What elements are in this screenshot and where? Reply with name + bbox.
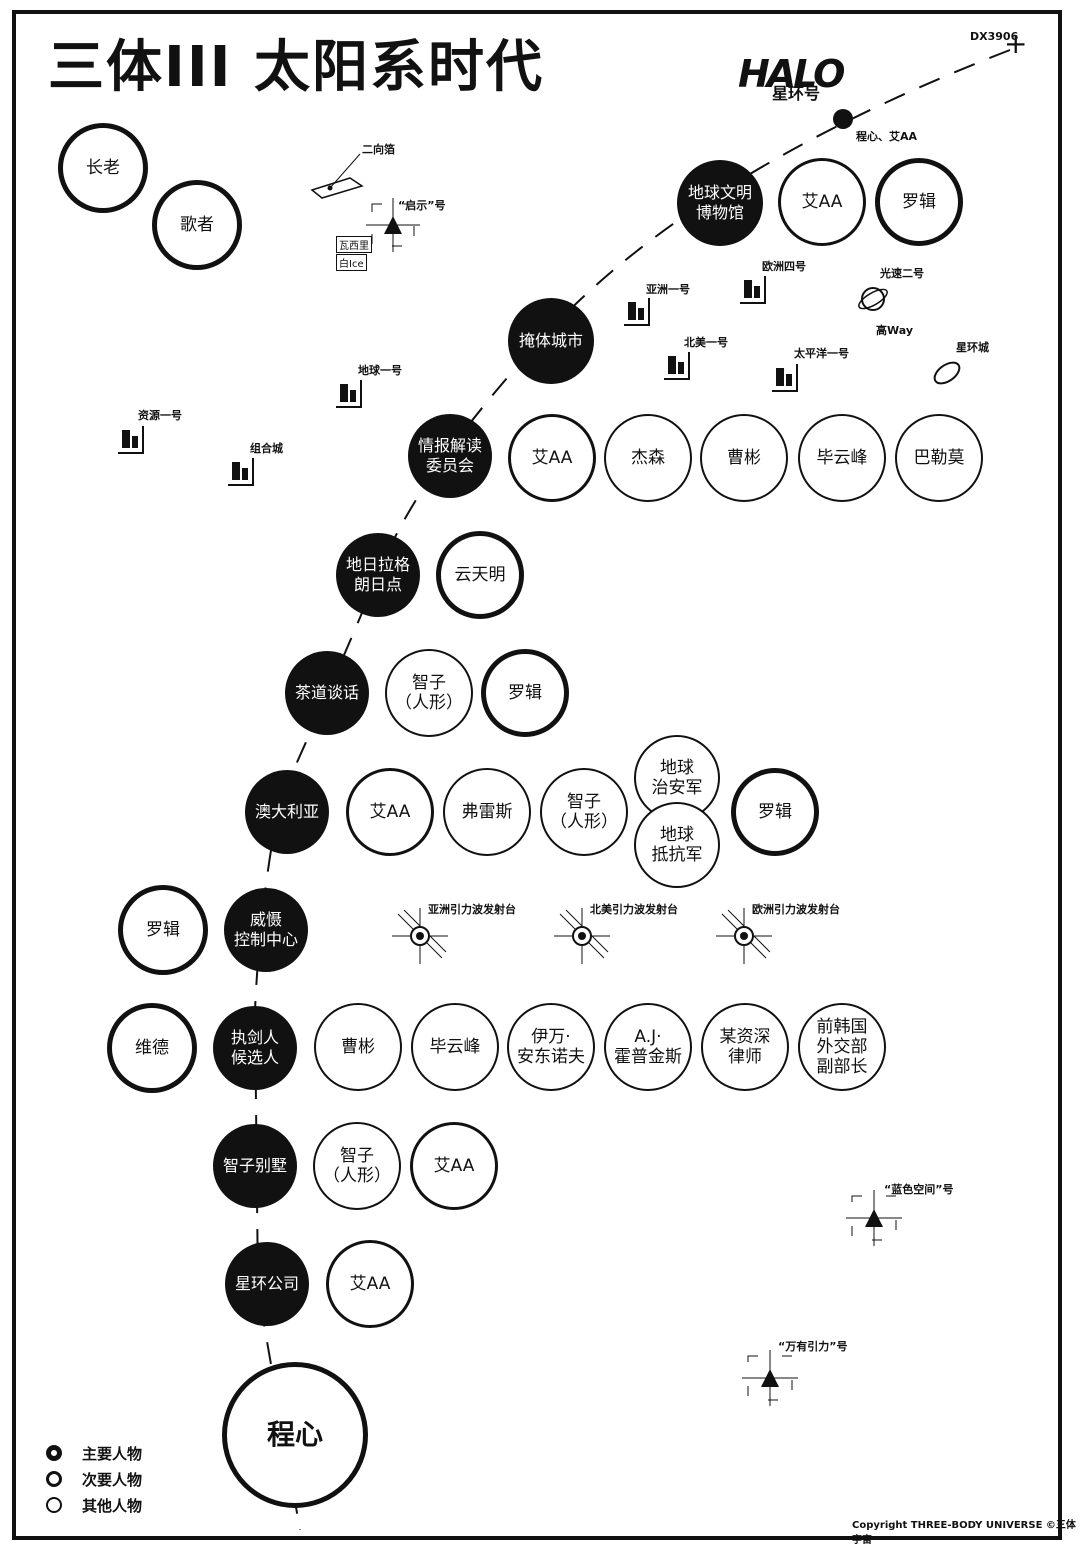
- node-museum-luoji: 罗辑: [875, 158, 963, 246]
- node-yanti: 掩体城市: [508, 298, 594, 384]
- node-weishe-luoji: 罗辑: [118, 885, 208, 975]
- ziyuan-label: 资源一号: [138, 409, 182, 422]
- guangsu2-label: 光速二号: [880, 267, 924, 280]
- node-chadao-luoji: 罗辑: [481, 649, 569, 737]
- baiice-tag: 白Ice: [336, 254, 367, 271]
- star-code: DX3906: [970, 30, 1019, 43]
- legend: 主要人物 次要人物 其他人物: [46, 1440, 142, 1518]
- node-qingbao-ai: 艾AA: [508, 414, 596, 502]
- node-museum: 地球文明 博物馆: [677, 160, 763, 246]
- node-aus-zhizi: 智子 （人形）: [540, 768, 628, 856]
- node-zhizibieshu-ai: 艾AA: [410, 1122, 498, 1210]
- node-qingbao: 情报解读 委员会: [408, 414, 492, 498]
- node-xinghuan-ai: 艾AA: [326, 1240, 414, 1328]
- wanyou-ship-icon: [742, 1350, 798, 1406]
- ouzhou4-city-icon: [740, 276, 766, 304]
- node-weishe: 威慑 控制中心: [224, 888, 308, 972]
- legend-secondary-icon: [46, 1471, 62, 1487]
- node-chadao-zhizi: 智子 （人形）: [385, 649, 473, 737]
- copyright: Copyright THREE-BODY UNIVERSE ©三体宇宙: [852, 1520, 1076, 1546]
- node-zhijian-korea: 前韩国 外交部 副部长: [798, 1003, 886, 1091]
- xinghuancheng-label: 星环城: [956, 341, 989, 354]
- halo-logo: HALO: [738, 52, 845, 96]
- node-zhijian-caobin: 曹彬: [314, 1003, 402, 1091]
- node-zhanglao: 长老: [58, 123, 148, 213]
- beimei-gw-icon: [554, 908, 610, 964]
- node-zhijian: 执剑人 候选人: [213, 1006, 297, 1090]
- xinghuancheng-icon: [933, 361, 961, 385]
- node-zhijian-bi: 毕云峰: [411, 1003, 499, 1091]
- yazhou-gw-label: 亚洲引力波发射台: [428, 903, 516, 916]
- frame-border: [12, 10, 1062, 1540]
- node-aus-ai: 艾AA: [346, 768, 434, 856]
- gaoway-label: 高Way: [876, 324, 913, 337]
- legend-other: 其他人物: [46, 1492, 142, 1518]
- node-zhizibieshu: 智子别墅: [213, 1124, 297, 1208]
- node-aus-zhian: 地球 治安军: [634, 735, 720, 821]
- page-title: 三体III 太阳系时代: [48, 35, 545, 100]
- halo-logo-sub: 星环号: [772, 84, 821, 103]
- legend-main-label: 主要人物: [82, 1444, 143, 1463]
- node-qingbao-jiesen: 杰森: [604, 414, 692, 502]
- qishi-label: “启示”号: [398, 199, 446, 212]
- node-lagrange-yun: 云天明: [436, 531, 524, 619]
- lanse-ship-icon: [846, 1190, 902, 1246]
- zuhe-city-icon: [228, 458, 254, 486]
- node-museum-ai: 艾AA: [778, 158, 866, 246]
- node-lagrange: 地日拉格 朗日点: [336, 533, 420, 617]
- node-gezhe: 歌者: [152, 180, 242, 270]
- vasily-tag: 瓦西里: [336, 236, 372, 253]
- beimei-gw-label: 北美引力波发射台: [590, 903, 678, 916]
- yazhou1-city-icon: [624, 298, 650, 326]
- node-aus: 澳大利亚: [245, 770, 329, 854]
- ziyuan-city-icon: [118, 426, 144, 454]
- node-zhijian-aj: A.J· 霍普金斯: [604, 1003, 692, 1091]
- node-zhizibieshu-zhizi: 智子 （人形）: [313, 1122, 401, 1210]
- diqiu1-city-icon: [336, 380, 362, 408]
- dual-vector-foil-icon: [310, 177, 364, 199]
- node-aus-dikang: 地球 抵抗军: [634, 802, 720, 888]
- legend-other-icon: [46, 1497, 62, 1513]
- legend-secondary-label: 次要人物: [82, 1470, 143, 1489]
- taiping1-city-icon: [772, 364, 798, 392]
- node-chengxin: 程心: [222, 1362, 368, 1508]
- node-aus-luoji: 罗辑: [731, 768, 819, 856]
- lanse-label: “蓝色空间”号: [884, 1183, 954, 1196]
- legend-secondary: 次要人物: [46, 1466, 142, 1492]
- qishi-ship-icon: [366, 198, 420, 252]
- node-chadao: 茶道谈话: [285, 651, 369, 735]
- ouzhou4-label: 欧洲四号: [762, 260, 806, 273]
- legend-other-label: 其他人物: [82, 1496, 143, 1515]
- node-zhijian-ivan: 伊万· 安东诺夫: [507, 1003, 595, 1091]
- diqiu1-label: 地球一号: [358, 364, 402, 377]
- erxiangbo-label: 二向箔: [362, 143, 395, 156]
- node-aus-fu: 弗雷斯: [443, 768, 531, 856]
- legend-main: 主要人物: [46, 1440, 142, 1466]
- zuhe-label: 组合城: [250, 442, 283, 455]
- beimei1-label: 北美一号: [684, 336, 728, 349]
- node-qingbao-caobin: 曹彬: [700, 414, 788, 502]
- ouzhou-gw-icon: [716, 908, 772, 964]
- wanyou-label: “万有引力”号: [778, 1340, 848, 1353]
- node-qingbao-ba: 巴勒莫: [895, 414, 983, 502]
- taiping1-label: 太平洋一号: [794, 347, 849, 360]
- yazhou-gw-icon: [392, 908, 448, 964]
- node-qingbao-bi: 毕云峰: [798, 414, 886, 502]
- halo-ship-dot: [833, 109, 853, 129]
- beimei1-city-icon: [664, 352, 690, 380]
- node-zhijian-weide: 维德: [107, 1003, 197, 1093]
- legend-main-icon: [46, 1445, 62, 1461]
- node-xinghuan: 星环公司: [225, 1242, 309, 1326]
- guangsu2-ship-icon: [858, 287, 888, 311]
- node-zhijian-lawyer: 某资深 律师: [701, 1003, 789, 1091]
- ouzhou-gw-label: 欧洲引力波发射台: [752, 903, 840, 916]
- yazhou1-label: 亚洲一号: [646, 283, 690, 296]
- cheng-ai-label: 程心、艾AA: [856, 130, 918, 143]
